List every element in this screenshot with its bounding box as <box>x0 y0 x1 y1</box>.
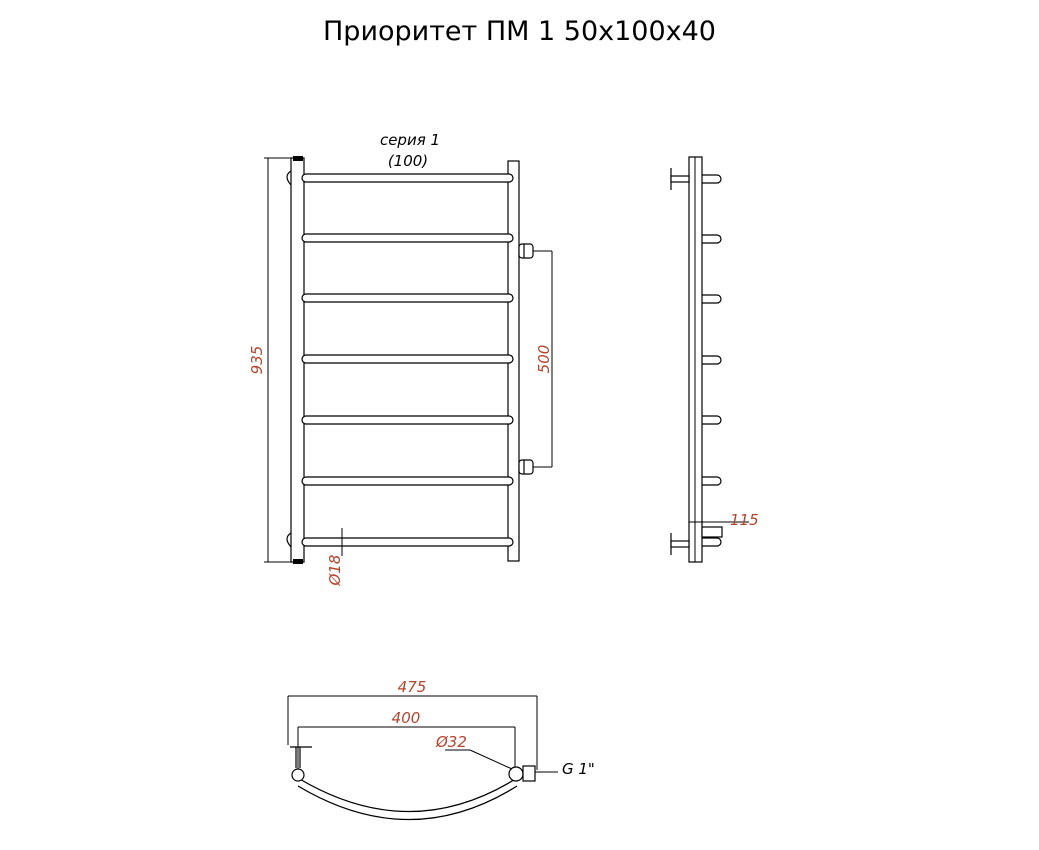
depth-dimension: 115 <box>730 511 759 529</box>
pipe-diameter-dimension: Ø32 <box>435 733 467 751</box>
side-view <box>670 156 749 563</box>
axis-width-dimension: 400 <box>392 709 421 727</box>
rung <box>301 233 514 243</box>
wall-bracket-bottom <box>670 533 690 555</box>
rung <box>301 537 514 547</box>
rung <box>301 354 514 364</box>
wall-bracket-top <box>670 168 690 190</box>
connection-dimension: 500 <box>535 345 553 374</box>
rung <box>301 173 514 183</box>
thread-label: G 1" <box>562 760 595 778</box>
series-label: серия 1 <box>380 131 440 149</box>
connection-fitting-top <box>518 243 552 259</box>
series-value: (100) <box>388 152 428 170</box>
rung-stubs <box>702 174 722 547</box>
drawing-title: Приоритет ПМ 1 50х100х40 <box>323 16 716 47</box>
top-view <box>287 695 558 821</box>
rung <box>301 415 514 425</box>
overall-width-dimension: 475 <box>398 678 427 696</box>
rung <box>301 476 514 486</box>
connection-fitting-bottom <box>518 459 552 475</box>
rungs <box>301 173 514 547</box>
rung-diameter-dimension: Ø18 <box>326 555 344 587</box>
front-view <box>264 156 553 564</box>
left-pipe-section <box>291 768 305 782</box>
rung <box>301 293 514 303</box>
curved-rung <box>297 777 518 813</box>
height-dimension: 935 <box>248 346 266 375</box>
